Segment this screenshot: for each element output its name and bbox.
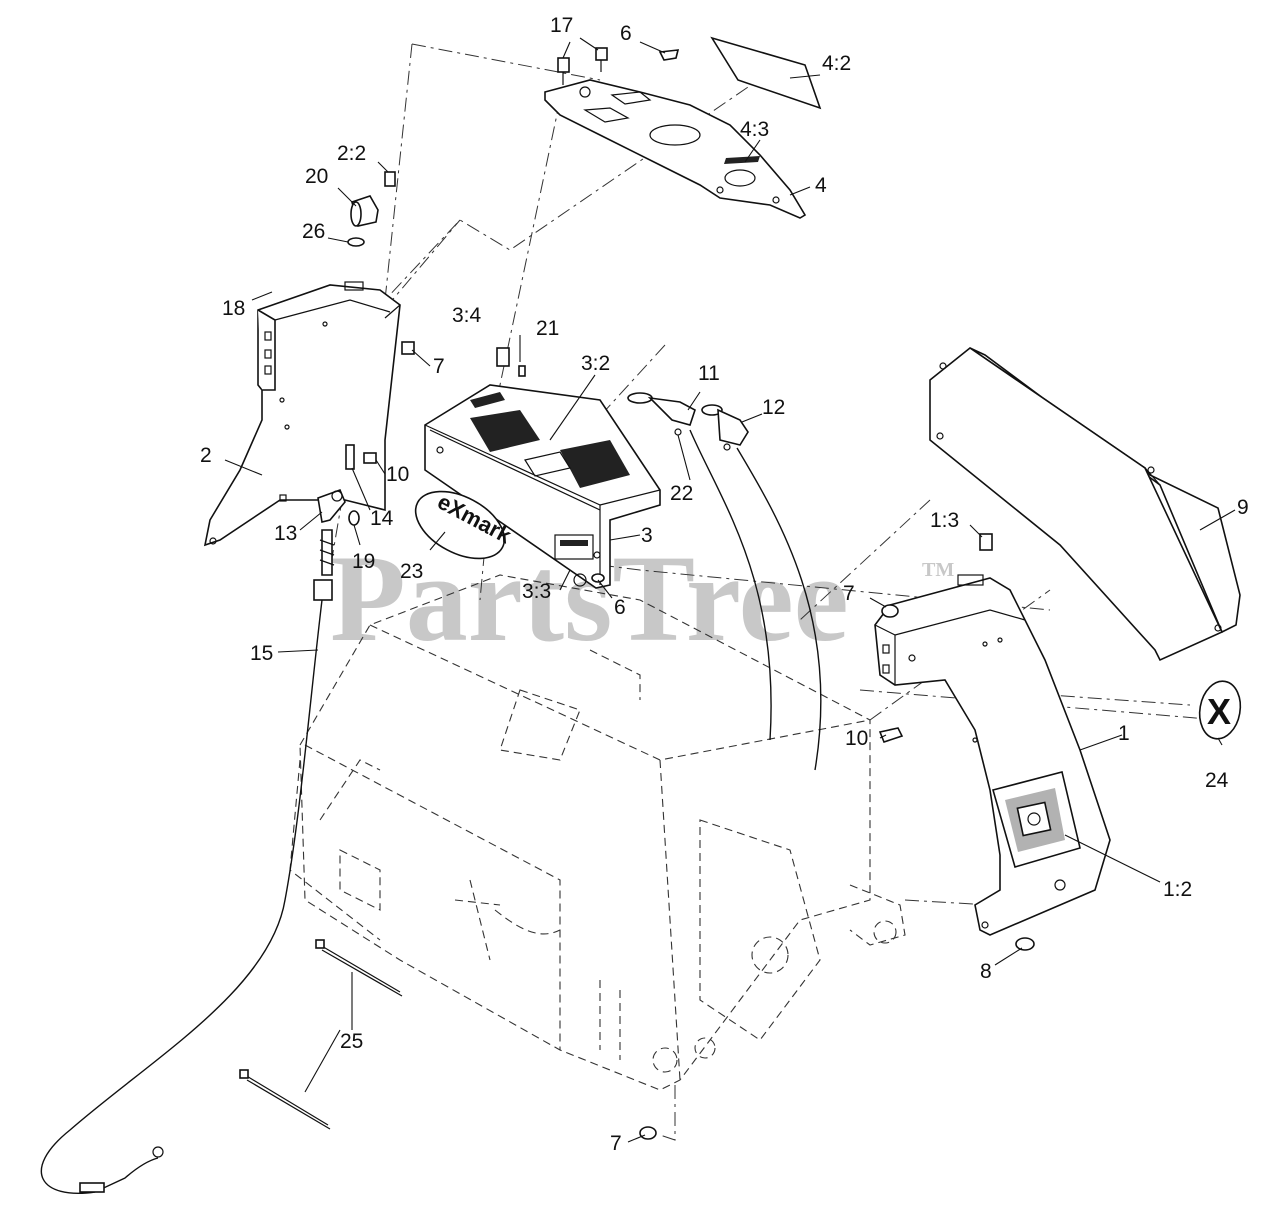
cable-ties — [239, 939, 403, 1130]
switch-11 — [627, 392, 696, 436]
callout-15: 15 — [250, 642, 273, 665]
callout-7-bottom: 7 — [610, 1132, 622, 1155]
callout-10-right: 10 — [845, 727, 868, 750]
callout-21: 21 — [536, 317, 559, 340]
decal-sheet-4-2 — [710, 36, 822, 110]
callout-17: 17 — [550, 14, 573, 37]
callout-4-3: 4:3 — [740, 118, 769, 141]
side-panel — [929, 347, 1241, 662]
throttle-cable — [40, 529, 335, 1194]
callout-3-4: 3:4 — [452, 304, 482, 327]
x-logo-mark: X — [1207, 691, 1231, 732]
callout-9: 9 — [1237, 496, 1249, 519]
console-body — [424, 384, 661, 589]
switch-11-cable — [689, 429, 772, 741]
frame-chassis — [289, 574, 906, 1091]
callout-12: 12 — [762, 396, 785, 419]
knob-assembly — [347, 171, 396, 247]
right-hardware — [591, 573, 1035, 1140]
callout-8: 8 — [980, 960, 992, 983]
callout-24: 24 — [1205, 769, 1229, 792]
callout-22: 22 — [670, 482, 693, 505]
callout-2: 2 — [200, 444, 212, 467]
x-logo-decal: X — [1198, 680, 1242, 740]
callout-2-2: 2:2 — [337, 142, 366, 165]
callout-19: 19 — [352, 550, 375, 573]
left-hardware — [317, 341, 415, 526]
callout-7-right: 7 — [843, 582, 855, 605]
callout-14: 14 — [370, 507, 394, 530]
callout-11: 11 — [698, 362, 720, 385]
callout-4-2: 4:2 — [822, 52, 851, 75]
pin-21 — [518, 365, 526, 377]
leader-lines — [224, 37, 1236, 1143]
switch-12-cable — [736, 447, 822, 771]
callout-18: 18 — [222, 297, 245, 320]
spacer-3-4 — [496, 347, 510, 367]
left-console-bracket — [203, 281, 401, 547]
callout-6-top: 6 — [620, 22, 632, 45]
callout-25: 25 — [340, 1030, 363, 1053]
callout-23: 23 — [400, 560, 423, 583]
callout-1-2: 1:2 — [1163, 878, 1192, 901]
switch-12 — [701, 404, 749, 451]
callout-labels: 17 6 4:2 4:3 4 2:2 20 26 18 7 3:4 21 3:2… — [200, 14, 1249, 1155]
watermark-tm: TM — [922, 559, 954, 581]
callout-3-3: 3:3 — [522, 580, 551, 603]
spacer-1-3 — [979, 533, 993, 551]
callout-10-left: 10 — [386, 463, 409, 486]
callout-6-mid: 6 — [614, 596, 626, 619]
callout-3-2: 3:2 — [581, 352, 610, 375]
callout-1: 1 — [1118, 722, 1130, 745]
callout-26: 26 — [302, 220, 325, 243]
top-bolts — [557, 47, 680, 85]
right-console-bracket — [874, 574, 1111, 936]
callout-13: 13 — [274, 522, 297, 545]
callout-20: 20 — [305, 165, 328, 188]
callout-4: 4 — [815, 174, 827, 197]
control-panel-cover — [544, 79, 807, 219]
callout-1-3: 1:3 — [930, 509, 959, 532]
callout-3: 3 — [641, 524, 653, 547]
callout-7-left: 7 — [433, 355, 445, 378]
